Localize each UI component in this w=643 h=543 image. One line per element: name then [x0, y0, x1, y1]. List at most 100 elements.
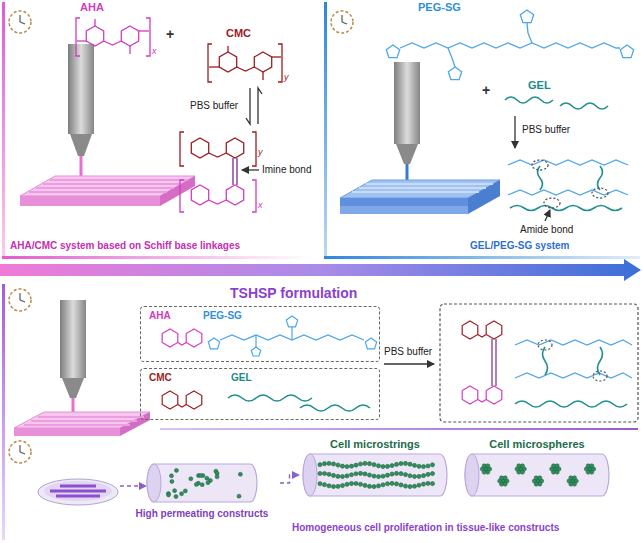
panel: AHA/CMC system based on Schiff base link…: [0, 0, 320, 262]
printed-slab-part: [14, 412, 150, 428]
printed-slab-part-part: [36, 187, 174, 189]
cell-dot: [327, 472, 331, 476]
printed-slab-part-part: [31, 420, 137, 422]
printed-slab-part: [352, 184, 493, 192]
cell-dot: [367, 473, 371, 477]
imine-product-part-part: [226, 185, 243, 205]
cell-dot: [363, 483, 367, 487]
imine-product-part-part: [180, 132, 184, 166]
cell-dot: [331, 462, 335, 466]
printed-slab-part-part: [50, 179, 188, 181]
network-product-part: [538, 340, 552, 350]
print-nozzle-part: [70, 134, 92, 156]
peg-sg-structure-part: [448, 67, 461, 80]
reactant-structures: [162, 316, 377, 411]
reactant-structures-part-part: [208, 338, 219, 349]
cell-dot: [354, 463, 358, 467]
cell-dot: [354, 472, 358, 476]
imine-product-part: [180, 132, 256, 166]
printed-slab-part-part: [366, 183, 493, 185]
cell-dot: [349, 481, 353, 485]
amide-network-part: [510, 206, 622, 211]
amide-network-part: [508, 190, 628, 195]
reactant-structures-part-part: [365, 338, 376, 349]
cell-dot: [417, 474, 421, 478]
cylinder-body: [465, 454, 609, 496]
printed-slab: [20, 176, 195, 206]
cell-dot: [390, 481, 394, 485]
label: Homogeneous cell proliferation in tissue…: [292, 522, 559, 534]
imine-product-part-part: [252, 132, 256, 166]
cylinder-cap: [303, 454, 317, 496]
printed-slab-part: [340, 198, 468, 206]
cell-dot: [390, 472, 394, 476]
cmc-structure-part: [272, 56, 281, 57]
cell-dot: [318, 482, 322, 486]
reversible-arrow-part: [246, 88, 250, 124]
reactant-structures-part-part: [300, 405, 370, 411]
cell-dot: [318, 463, 322, 467]
amide-network-part: [545, 210, 550, 221]
cell-dot: [417, 464, 421, 468]
printed-slab-part-part: [43, 183, 181, 185]
aha-structure-part: [146, 18, 150, 56]
cell-dot: [336, 484, 340, 488]
cell-dot: [538, 476, 542, 480]
cell-dot: [170, 479, 174, 483]
cell-dot: [399, 472, 403, 476]
cell-dot: [349, 464, 353, 468]
cell-dot: [194, 482, 198, 486]
reactant-structures-part-part: [291, 327, 292, 340]
gel-chains-part: [560, 103, 608, 109]
cell-dot: [318, 471, 322, 475]
cell-dot: [174, 468, 178, 472]
cell-dot: [394, 482, 398, 486]
node-heading: AHA/CMC system based on Schiff base link…: [10, 240, 240, 252]
cell-dot: [430, 482, 434, 486]
label: GEL: [528, 79, 551, 92]
print-nozzle-part: [62, 378, 84, 398]
cell-dot: [189, 477, 193, 481]
cell-dot: [421, 474, 425, 478]
cell-dot: [555, 464, 559, 468]
cell-dot: [399, 483, 403, 487]
petri-dish-part-part: [56, 495, 100, 498]
reactant-structures-part-part: [255, 335, 256, 347]
cell-dot: [372, 474, 376, 478]
cell-dot: [385, 473, 389, 477]
cylinder-body: [147, 464, 257, 502]
network-product-part: [462, 386, 502, 404]
node-text: PEG-SG: [203, 310, 242, 322]
imine-product-part-part: [226, 138, 243, 158]
cell-dot: [173, 489, 177, 493]
print-nozzle: [68, 44, 94, 178]
cell-dot: [345, 474, 349, 478]
panel-frame-part: [324, 256, 640, 259]
network-product-part: [543, 347, 548, 375]
cell-dot: [331, 473, 335, 477]
imine-product-part-part: [209, 200, 227, 204]
petri-dish: [38, 479, 146, 505]
peg-sg-structure: [386, 10, 633, 80]
network-product-part-part: [486, 386, 502, 404]
cylinder-cap: [147, 464, 161, 502]
reactant-structures-part-part: [251, 347, 261, 356]
label: Amide bond: [520, 224, 573, 236]
cell-dot: [358, 462, 362, 466]
node-heading: AHA: [149, 310, 171, 322]
peg-sg-structure-part: [448, 48, 455, 67]
cell-dot: [426, 464, 430, 468]
cell-dot: [403, 472, 407, 476]
amide-network-part: [532, 160, 548, 170]
network-product-part: [515, 373, 632, 378]
reactant-structures-part-part: [162, 329, 178, 347]
cmc-structure-part: [219, 52, 236, 72]
cell-dot: [426, 481, 430, 485]
print-nozzle: [394, 62, 420, 180]
clock-icon: [9, 289, 31, 311]
amide-network: [508, 160, 628, 221]
cell-dot: [327, 461, 331, 465]
print-nozzle-part: [68, 44, 94, 134]
cell-dot: [403, 461, 407, 465]
imine-product-part: [233, 158, 237, 185]
